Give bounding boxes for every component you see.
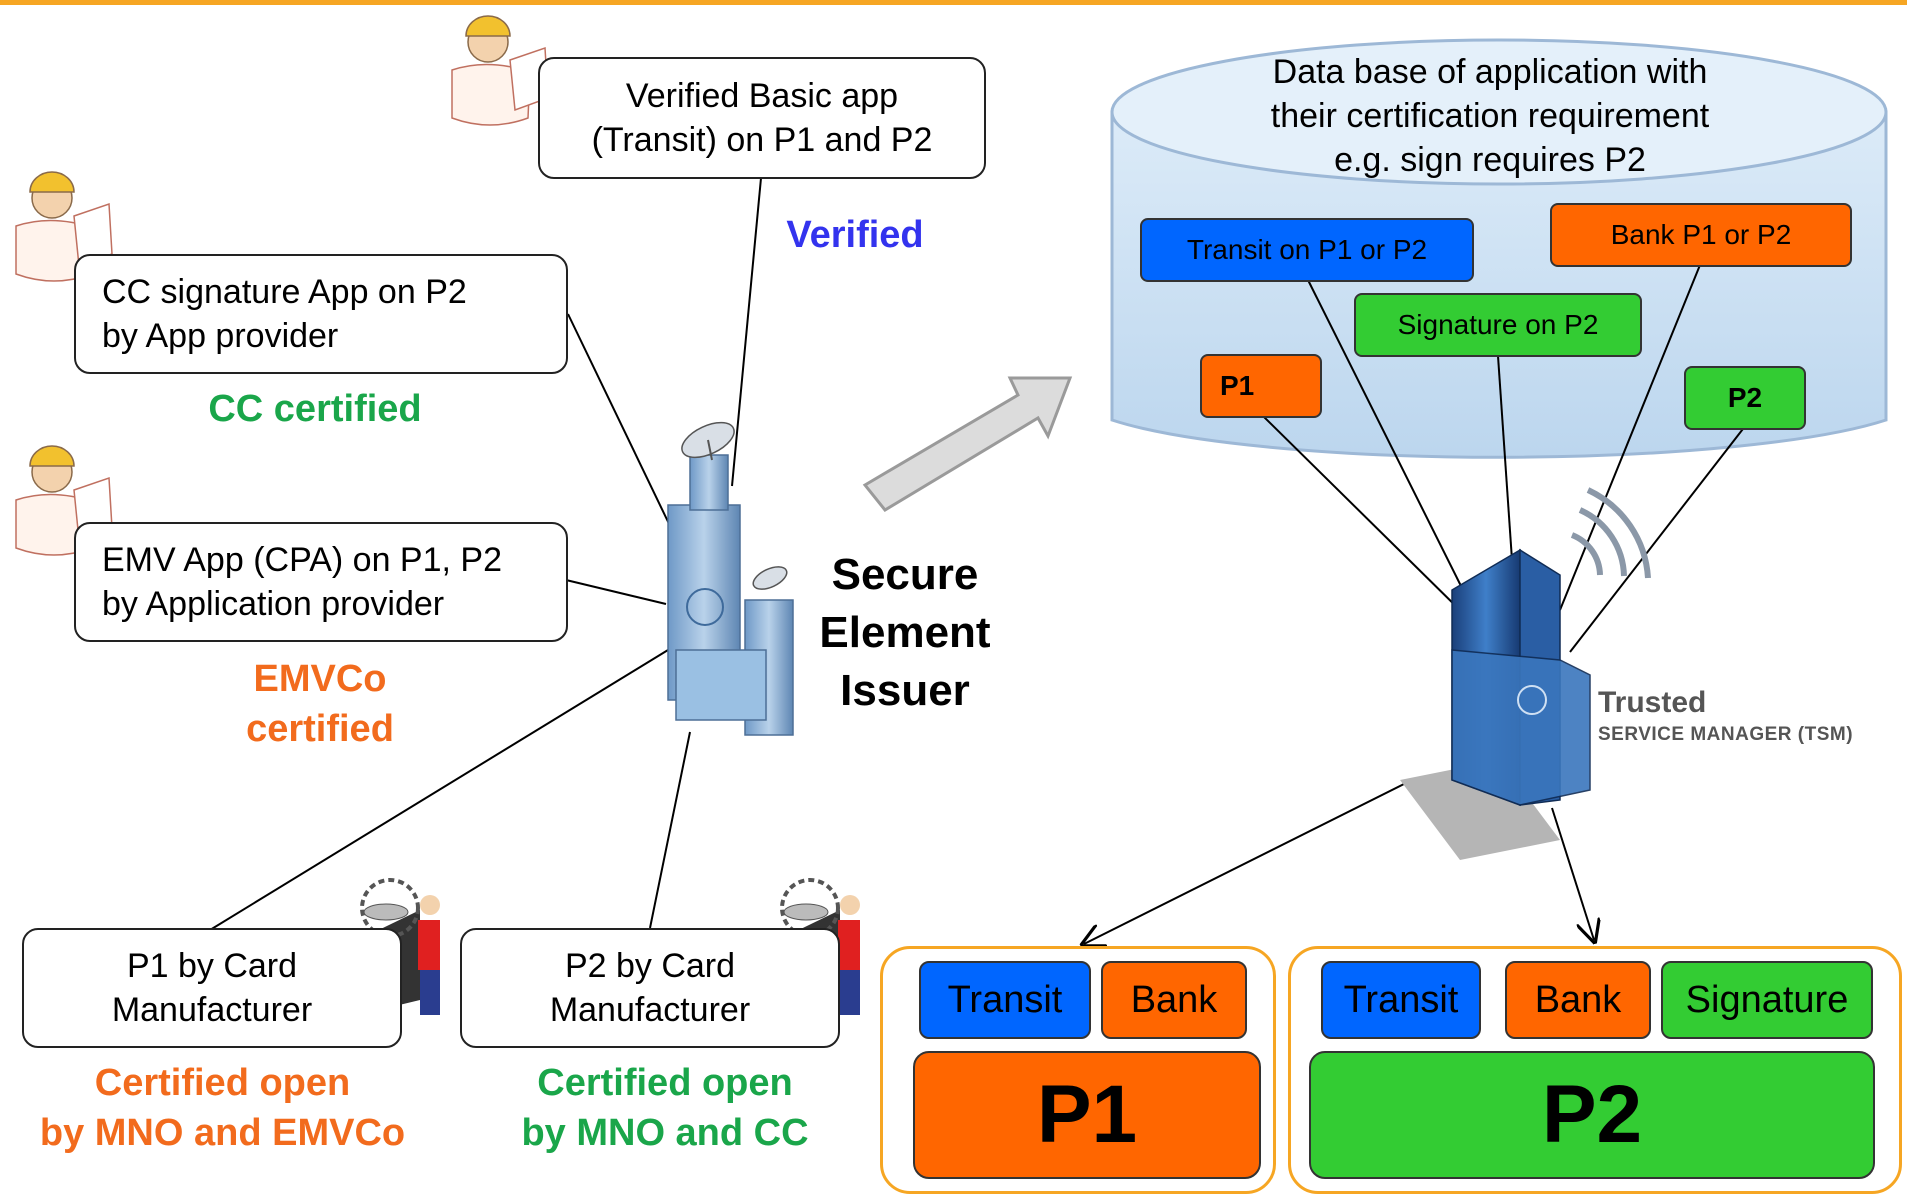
issuer-line2: Element xyxy=(819,608,991,657)
p2-certified-label: Certified open by MNO and CC xyxy=(485,1058,845,1158)
p1-platform-block: P1 xyxy=(913,1051,1261,1179)
issuer-line1: Secure xyxy=(831,550,979,599)
p1-card-manufacturer-line2: Manufacturer xyxy=(111,991,313,1029)
emvco-certified-label: EMVCo certified xyxy=(210,654,430,754)
emv-app-line1: EMV App (CPA) on P1, P2 xyxy=(102,541,502,579)
p1-card-manufacturer-line1: P1 by Card xyxy=(126,947,298,985)
engineer-icon xyxy=(451,15,549,126)
emv-app-box: EMV App (CPA) on P1, P2 by Application p… xyxy=(74,522,568,642)
p2-transit-chip: Transit xyxy=(1321,961,1481,1039)
p2-bank-chip: Bank xyxy=(1505,961,1651,1039)
p2-certified-line1: Certified open xyxy=(537,1062,793,1104)
top-accent-bar xyxy=(0,0,1907,5)
verified-basic-app-line1: Verified Basic app xyxy=(625,77,899,115)
db-item-p1: P1 xyxy=(1200,354,1322,418)
tsm-connections xyxy=(1261,264,1747,653)
tsm-label-service-manager: SERVICE MANAGER (TSM) xyxy=(1598,724,1854,745)
big-arrow-icon xyxy=(862,376,1073,512)
p1-certified-line1: Certified open xyxy=(94,1062,351,1104)
issuer-tower-icon xyxy=(667,421,794,736)
database-line1: Data base of application with xyxy=(1272,53,1708,91)
cc-signature-app-line2: by App provider xyxy=(102,317,339,355)
database-line2: their certification requirement xyxy=(1270,97,1710,135)
cc-signature-app-line1: CC signature App on P2 xyxy=(102,273,467,311)
p2-signature-chip: Signature xyxy=(1661,961,1873,1039)
db-item-bank: Bank P1 or P2 xyxy=(1550,203,1852,267)
p1-bank-chip: Bank xyxy=(1101,961,1247,1039)
p1-card-manufacturer-box: P1 by Card Manufacturer xyxy=(22,928,402,1048)
secure-element-issuer-label: Secure Element Issuer xyxy=(800,546,1010,720)
p1-certified-label: Certified open by MNO and EMVCo xyxy=(0,1058,445,1158)
p2-card-manufacturer-box: P2 by Card Manufacturer xyxy=(460,928,840,1048)
p2-card-manufacturer-line1: P2 by Card xyxy=(564,947,736,985)
emv-app-line2: by Application provider xyxy=(102,585,445,623)
emvco-certified-line2: certified xyxy=(246,708,394,750)
p1-transit-chip: Transit xyxy=(919,961,1091,1039)
p2-card-manufacturer-line2: Manufacturer xyxy=(549,991,751,1029)
verified-basic-app-box: Verified Basic app (Transit) on P1 and P… xyxy=(538,57,986,179)
tsm-building-icon xyxy=(1400,487,1651,860)
issuer-line3: Issuer xyxy=(840,666,970,715)
db-item-transit: Transit on P1 or P2 xyxy=(1140,218,1474,282)
verified-basic-app-line2: (Transit) on P1 and P2 xyxy=(591,121,933,159)
p1-panel: Transit Bank P1 xyxy=(880,946,1276,1194)
database-line3: e.g. sign requires P2 xyxy=(1334,141,1646,179)
cc-certified-label: CC certified xyxy=(208,388,422,430)
emvco-certified-line1: EMVCo xyxy=(253,658,387,700)
p2-panel: Transit Bank Signature P2 xyxy=(1288,946,1902,1194)
verified-label: Verified xyxy=(786,214,924,256)
db-item-p2: P2 xyxy=(1684,366,1806,430)
p2-platform-block: P2 xyxy=(1309,1051,1875,1179)
tsm-arrows xyxy=(1084,779,1594,944)
issuer-connections xyxy=(209,177,762,931)
tsm-label-trusted: Trusted xyxy=(1598,686,1707,719)
cc-signature-app-box: CC signature App on P2 by App provider xyxy=(74,254,568,374)
p1-certified-line2: by MNO and EMVCo xyxy=(39,1112,406,1154)
p2-certified-line2: by MNO and CC xyxy=(521,1112,809,1154)
database-description: Data base of application with their cert… xyxy=(1180,50,1800,182)
db-item-signature: Signature on P2 xyxy=(1354,293,1642,357)
